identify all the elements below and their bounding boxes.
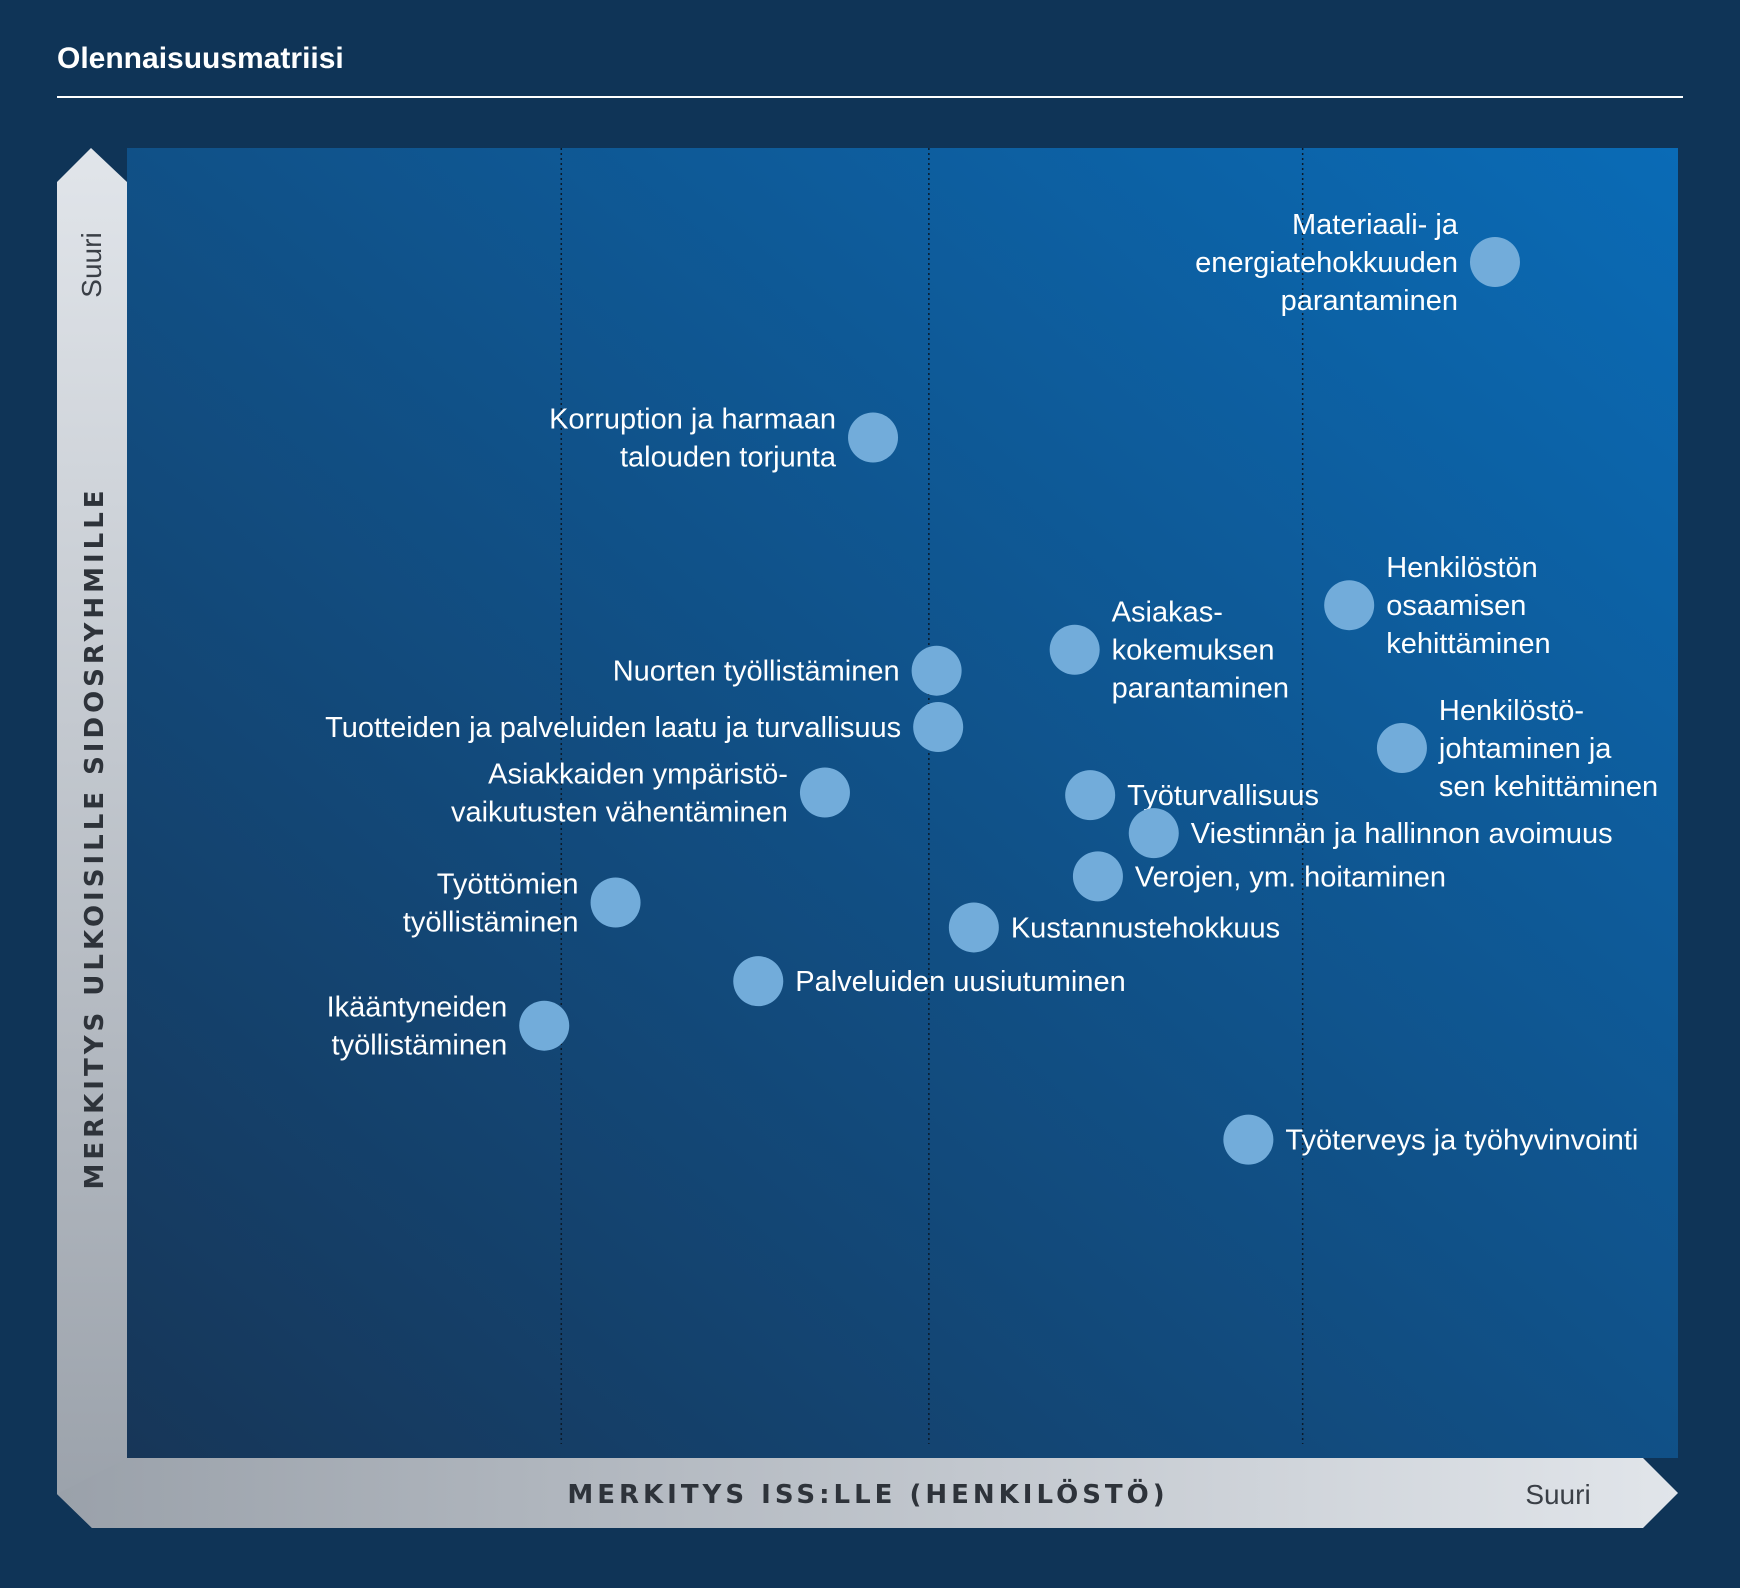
data-point-9 [1128, 808, 1179, 859]
x-axis-end-label: Suuri [1525, 1479, 1590, 1510]
data-label-4: Nuorten työllistäminen [613, 656, 900, 688]
data-label-11: Työttömien työllistäminen [403, 869, 579, 939]
data-label-12: Kustannustehokkuus [1011, 912, 1280, 944]
data-label-0: Materiaali- ja energiatehokkuuden parantam… [1195, 209, 1459, 317]
data-label-line: Tuotteiden ja palveluiden laatu ja turva… [325, 712, 901, 744]
data-label-line: työllistäminen [403, 907, 579, 939]
y-axis-end-label: Suuri [76, 232, 107, 297]
data-points: Materiaali- ja energiatehokkuuden parantam… [325, 209, 1658, 1165]
data-label-line: Viestinnän ja hallinnon avoimuus [1191, 818, 1613, 850]
data-point-1 [848, 412, 899, 463]
data-point-6 [1376, 722, 1427, 773]
data-label-3: Asiakas-kokemuksen parantaminen [1112, 597, 1289, 705]
y-axis-label: MERKITYS ULKOISILLE SIDOSRYHMILLE [80, 486, 110, 1189]
data-label-line: Verojen, ym. hoitaminen [1135, 861, 1446, 893]
data-label-5: Tuotteiden ja palveluiden laatu ja turva… [325, 712, 901, 744]
data-label-line: Asiakas- [1112, 597, 1223, 629]
page-title: Olennaisuusmatriisi [57, 42, 344, 75]
data-label-line: kehittäminen [1386, 628, 1550, 660]
data-label-line: osaamisen [1386, 590, 1526, 622]
data-label-15: Työterveys ja työhyvinvointi [1285, 1125, 1638, 1157]
data-label-line: Henkilöstö- [1439, 695, 1584, 727]
gridlines [560, 148, 1304, 1444]
y-axis-arrow [57, 148, 127, 1528]
data-point-15 [1223, 1114, 1274, 1165]
data-label-line: Henkilöstön [1386, 552, 1538, 584]
data-label-8: Työturvallisuus [1127, 780, 1319, 812]
data-point-4 [911, 645, 962, 696]
data-label-line: työllistäminen [332, 1030, 508, 1062]
data-label-line: johtaminen ja [1438, 733, 1612, 765]
data-label-line: Asiakkaiden ympäristö- [488, 759, 788, 791]
data-label-7: Asiakkaiden ympäristö-vaikutusten vähent… [451, 759, 788, 829]
data-point-5 [913, 702, 964, 753]
data-point-12 [948, 902, 999, 953]
data-label-14: Ikääntyneiden työllistäminen [327, 992, 508, 1062]
data-label-2: Henkilöstön osaamisen kehittäminen [1386, 552, 1550, 660]
data-label-line: parantaminen [1281, 285, 1458, 317]
x-axis-label: MERKITYS ISS:LLE (HENKILÖSTÖ) [567, 1477, 1168, 1510]
title-divider [57, 96, 1683, 98]
data-point-2 [1324, 580, 1375, 631]
data-point-14 [519, 1000, 570, 1051]
data-label-line: Materiaali- ja [1292, 209, 1459, 241]
data-label-13: Palveluiden uusiutuminen [795, 966, 1126, 998]
data-label-line: Kustannustehokkuus [1011, 912, 1280, 944]
data-point-11 [590, 877, 641, 928]
data-label-6: Henkilöstö-johtaminen ja sen kehittäminen [1438, 695, 1658, 803]
data-label-9: Viestinnän ja hallinnon avoimuus [1191, 818, 1613, 850]
x-axis-arrow [57, 1458, 1678, 1528]
data-label-line: Nuorten työllistäminen [613, 656, 900, 688]
data-point-10 [1072, 851, 1123, 902]
data-label-line: Työttömien [437, 869, 579, 901]
data-label-line: energiatehokkuuden [1195, 247, 1458, 279]
data-point-7 [799, 767, 850, 818]
data-label-line: Palveluiden uusiutuminen [795, 966, 1126, 998]
plot-area [127, 148, 1678, 1458]
data-label-line: Korruption ja harmaan [549, 404, 836, 436]
data-label-line: vaikutusten vähentäminen [451, 797, 788, 829]
data-label-10: Verojen, ym. hoitaminen [1135, 861, 1446, 893]
data-label-1: Korruption ja harmaan talouden torjunta [549, 404, 837, 474]
data-label-line: Ikääntyneiden [327, 992, 508, 1024]
data-label-line: Työterveys ja työhyvinvointi [1285, 1125, 1638, 1157]
data-label-line: sen kehittäminen [1439, 771, 1658, 803]
data-label-line: kokemuksen [1112, 635, 1275, 667]
data-label-line: parantaminen [1112, 673, 1289, 705]
data-point-13 [733, 956, 784, 1007]
data-point-8 [1065, 770, 1116, 821]
data-point-0 [1469, 236, 1520, 287]
data-label-line: talouden torjunta [620, 442, 837, 474]
data-point-3 [1049, 624, 1100, 675]
data-label-line: Työturvallisuus [1127, 780, 1319, 812]
